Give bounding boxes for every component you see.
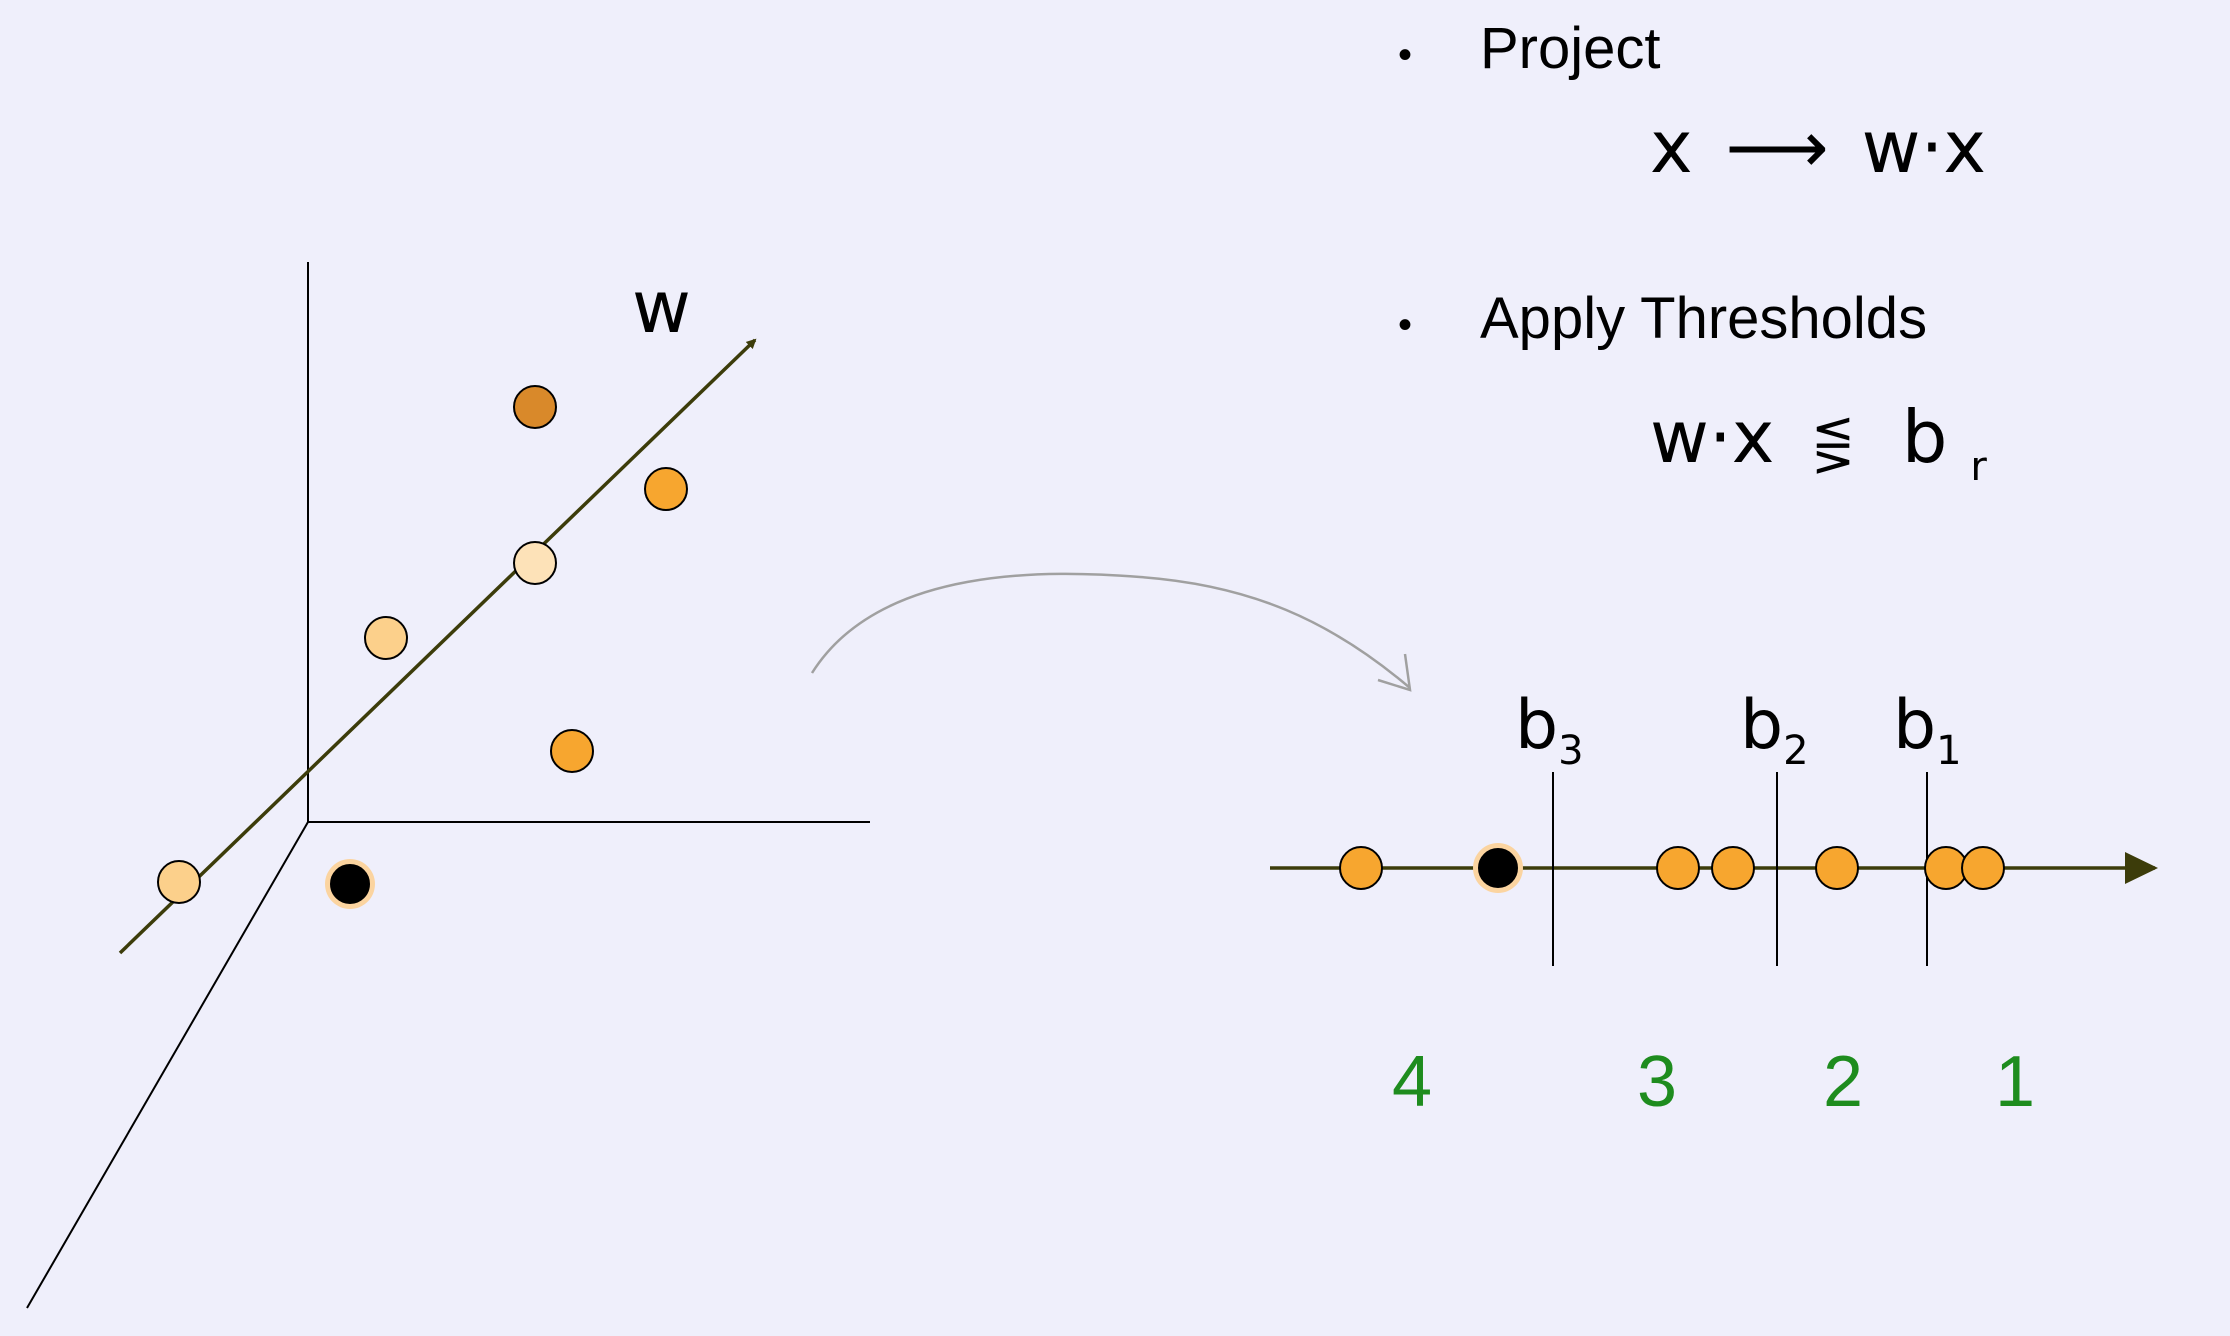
curve-arrowhead: [1377, 653, 1412, 692]
data-point: [330, 864, 370, 904]
formula-subscript: r: [1970, 444, 1987, 490]
points-3d: [157, 385, 688, 909]
formula-relation: ⋚: [1811, 415, 1855, 475]
bullet-apply-thresholds: • Apply Thresholds w·x ⋚ b r: [1398, 286, 1987, 490]
bullet-label-thresholds: Apply Thresholds: [1480, 286, 1927, 351]
w-vector-label: w: [632, 265, 691, 349]
axis-depth: [26, 821, 309, 1309]
data-point: [513, 541, 557, 585]
threshold-label: b3: [1515, 686, 1584, 774]
threshold-formula: w·x ⋚ b r: [1650, 395, 1987, 490]
data-point: [364, 616, 408, 660]
data-point: [157, 860, 201, 904]
bullet-label-project: Project: [1480, 16, 1661, 81]
formula-rhs: w·x: [1862, 105, 1986, 189]
coordinate-axes: [26, 262, 870, 1309]
bullet-dot: •: [1398, 33, 1412, 77]
threshold-b1: b1: [1893, 686, 1962, 966]
formula-var: b: [1902, 395, 1948, 479]
data-point: [644, 467, 688, 511]
project-formula: x ⟶ w·x: [1650, 105, 1986, 189]
points-projected: [1339, 843, 2005, 893]
bullet-dot: •: [1398, 303, 1412, 347]
formula-arrow: ⟶: [1726, 105, 1829, 189]
projected-point: [1339, 846, 1383, 890]
projected-point: [1961, 846, 2005, 890]
projected-point: [1478, 848, 1518, 888]
projection-curve: [810, 572, 1412, 692]
threshold-label: b1: [1893, 686, 1962, 774]
threshold-b3: b3: [1515, 686, 1584, 966]
bullet-project: • Project x ⟶ w·x: [1398, 16, 1986, 189]
data-point: [550, 729, 594, 773]
threshold-label: b2: [1740, 686, 1809, 774]
formula-lhs: x: [1650, 105, 1693, 189]
region-label-1: 1: [1995, 1042, 2035, 1122]
projected-point: [1656, 846, 1700, 890]
projected-point: [1711, 846, 1755, 890]
region-label-2: 2: [1823, 1042, 1863, 1122]
region-label-3: 3: [1637, 1042, 1677, 1122]
w-vector: [118, 338, 757, 955]
projected-point: [1924, 846, 1968, 890]
region-labels: 4 3 2 1: [1392, 1042, 2035, 1122]
formula-expr: w·x: [1650, 395, 1774, 479]
region-label-4: 4: [1392, 1042, 1432, 1122]
curve-arc: [810, 572, 1411, 689]
data-point: [513, 385, 557, 429]
threshold-b2: b2: [1740, 686, 1809, 966]
projected-point: [1815, 846, 1859, 890]
number-line-arrowhead: [2125, 852, 2158, 884]
